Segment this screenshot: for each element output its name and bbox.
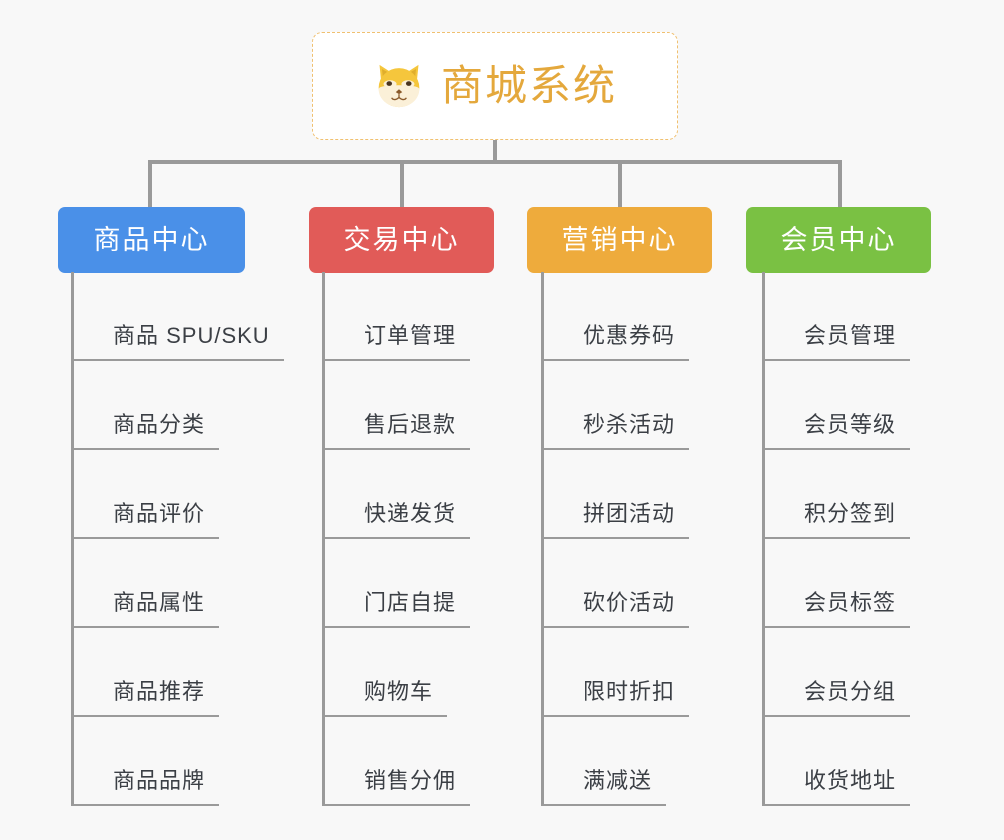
leaf-label: 商品品牌 bbox=[113, 768, 206, 793]
category-label: 交易中心 bbox=[343, 224, 460, 255]
connector-drop-4 bbox=[838, 160, 842, 208]
leaf-underline bbox=[762, 626, 910, 628]
shiba-dog-icon bbox=[378, 64, 420, 108]
leaf-underline bbox=[762, 804, 910, 806]
category-box-product-center[interactable]: 商品中心 bbox=[58, 207, 245, 273]
branch-spine bbox=[762, 272, 765, 806]
leaf-label: 销售分佣 bbox=[364, 768, 457, 793]
leaf-underline bbox=[322, 715, 447, 717]
connector-root-stem bbox=[493, 140, 497, 164]
leaf-underline bbox=[71, 537, 219, 539]
leaf-underline bbox=[322, 804, 470, 806]
leaf-label: 快递发货 bbox=[364, 501, 457, 526]
connector-drop-2 bbox=[400, 160, 404, 208]
leaf-label: 限时折扣 bbox=[583, 679, 676, 704]
leaf-underline bbox=[762, 448, 910, 450]
category-label: 会员中心 bbox=[780, 224, 897, 255]
leaf-underline bbox=[541, 715, 689, 717]
leaf-underline bbox=[71, 804, 219, 806]
leaf-label: 商品 SPU/SKU bbox=[113, 323, 270, 348]
leaf-underline bbox=[762, 537, 910, 539]
leaf-label: 会员分组 bbox=[804, 679, 897, 704]
leaf-underline bbox=[71, 359, 284, 361]
leaf-label: 购物车 bbox=[364, 679, 434, 704]
branch-spine bbox=[322, 272, 325, 806]
category-box-trade-center[interactable]: 交易中心 bbox=[309, 207, 494, 273]
branch-spine bbox=[71, 272, 74, 806]
leaf-label: 会员标签 bbox=[804, 590, 897, 615]
leaf-label: 优惠券码 bbox=[583, 323, 676, 348]
leaf-underline bbox=[541, 626, 689, 628]
leaf-label: 商品属性 bbox=[113, 590, 206, 615]
leaf-label: 秒杀活动 bbox=[583, 412, 676, 437]
connector-horizontal-bus bbox=[148, 160, 842, 164]
leaf-underline bbox=[541, 359, 689, 361]
leaf-underline bbox=[762, 359, 910, 361]
leaf-label: 会员等级 bbox=[804, 412, 897, 437]
branch-spine bbox=[541, 272, 544, 806]
leaf-underline bbox=[541, 448, 689, 450]
category-label: 营销中心 bbox=[561, 224, 678, 255]
leaf-underline bbox=[71, 448, 219, 450]
root-title: 商城系统 bbox=[440, 62, 617, 109]
leaf-label: 商品分类 bbox=[113, 412, 206, 437]
leaf-underline bbox=[541, 804, 666, 806]
leaf-label: 会员管理 bbox=[804, 323, 897, 348]
leaf-label: 订单管理 bbox=[364, 323, 457, 348]
leaf-underline bbox=[322, 626, 470, 628]
leaf-underline bbox=[322, 448, 470, 450]
leaf-label: 拼团活动 bbox=[583, 501, 676, 526]
leaf-label: 砍价活动 bbox=[583, 590, 676, 615]
leaf-label: 商品推荐 bbox=[113, 679, 206, 704]
leaf-underline bbox=[541, 537, 689, 539]
leaf-underline bbox=[71, 626, 219, 628]
leaf-underline bbox=[762, 715, 910, 717]
leaf-underline bbox=[322, 537, 470, 539]
leaf-label: 收货地址 bbox=[804, 768, 897, 793]
leaf-label: 商品评价 bbox=[113, 501, 206, 526]
leaf-label: 售后退款 bbox=[364, 412, 457, 437]
category-box-marketing-center[interactable]: 营销中心 bbox=[527, 207, 712, 273]
leaf-label: 满减送 bbox=[583, 768, 653, 793]
leaf-label: 积分签到 bbox=[804, 501, 897, 526]
leaf-underline bbox=[322, 359, 470, 361]
leaf-label: 门店自提 bbox=[364, 590, 457, 615]
leaf-underline bbox=[71, 715, 219, 717]
category-label: 商品中心 bbox=[93, 224, 210, 255]
root-node[interactable]: 商城系统 bbox=[312, 32, 678, 140]
connector-drop-1 bbox=[148, 160, 152, 208]
connector-drop-3 bbox=[618, 160, 622, 208]
category-box-member-center[interactable]: 会员中心 bbox=[746, 207, 931, 273]
